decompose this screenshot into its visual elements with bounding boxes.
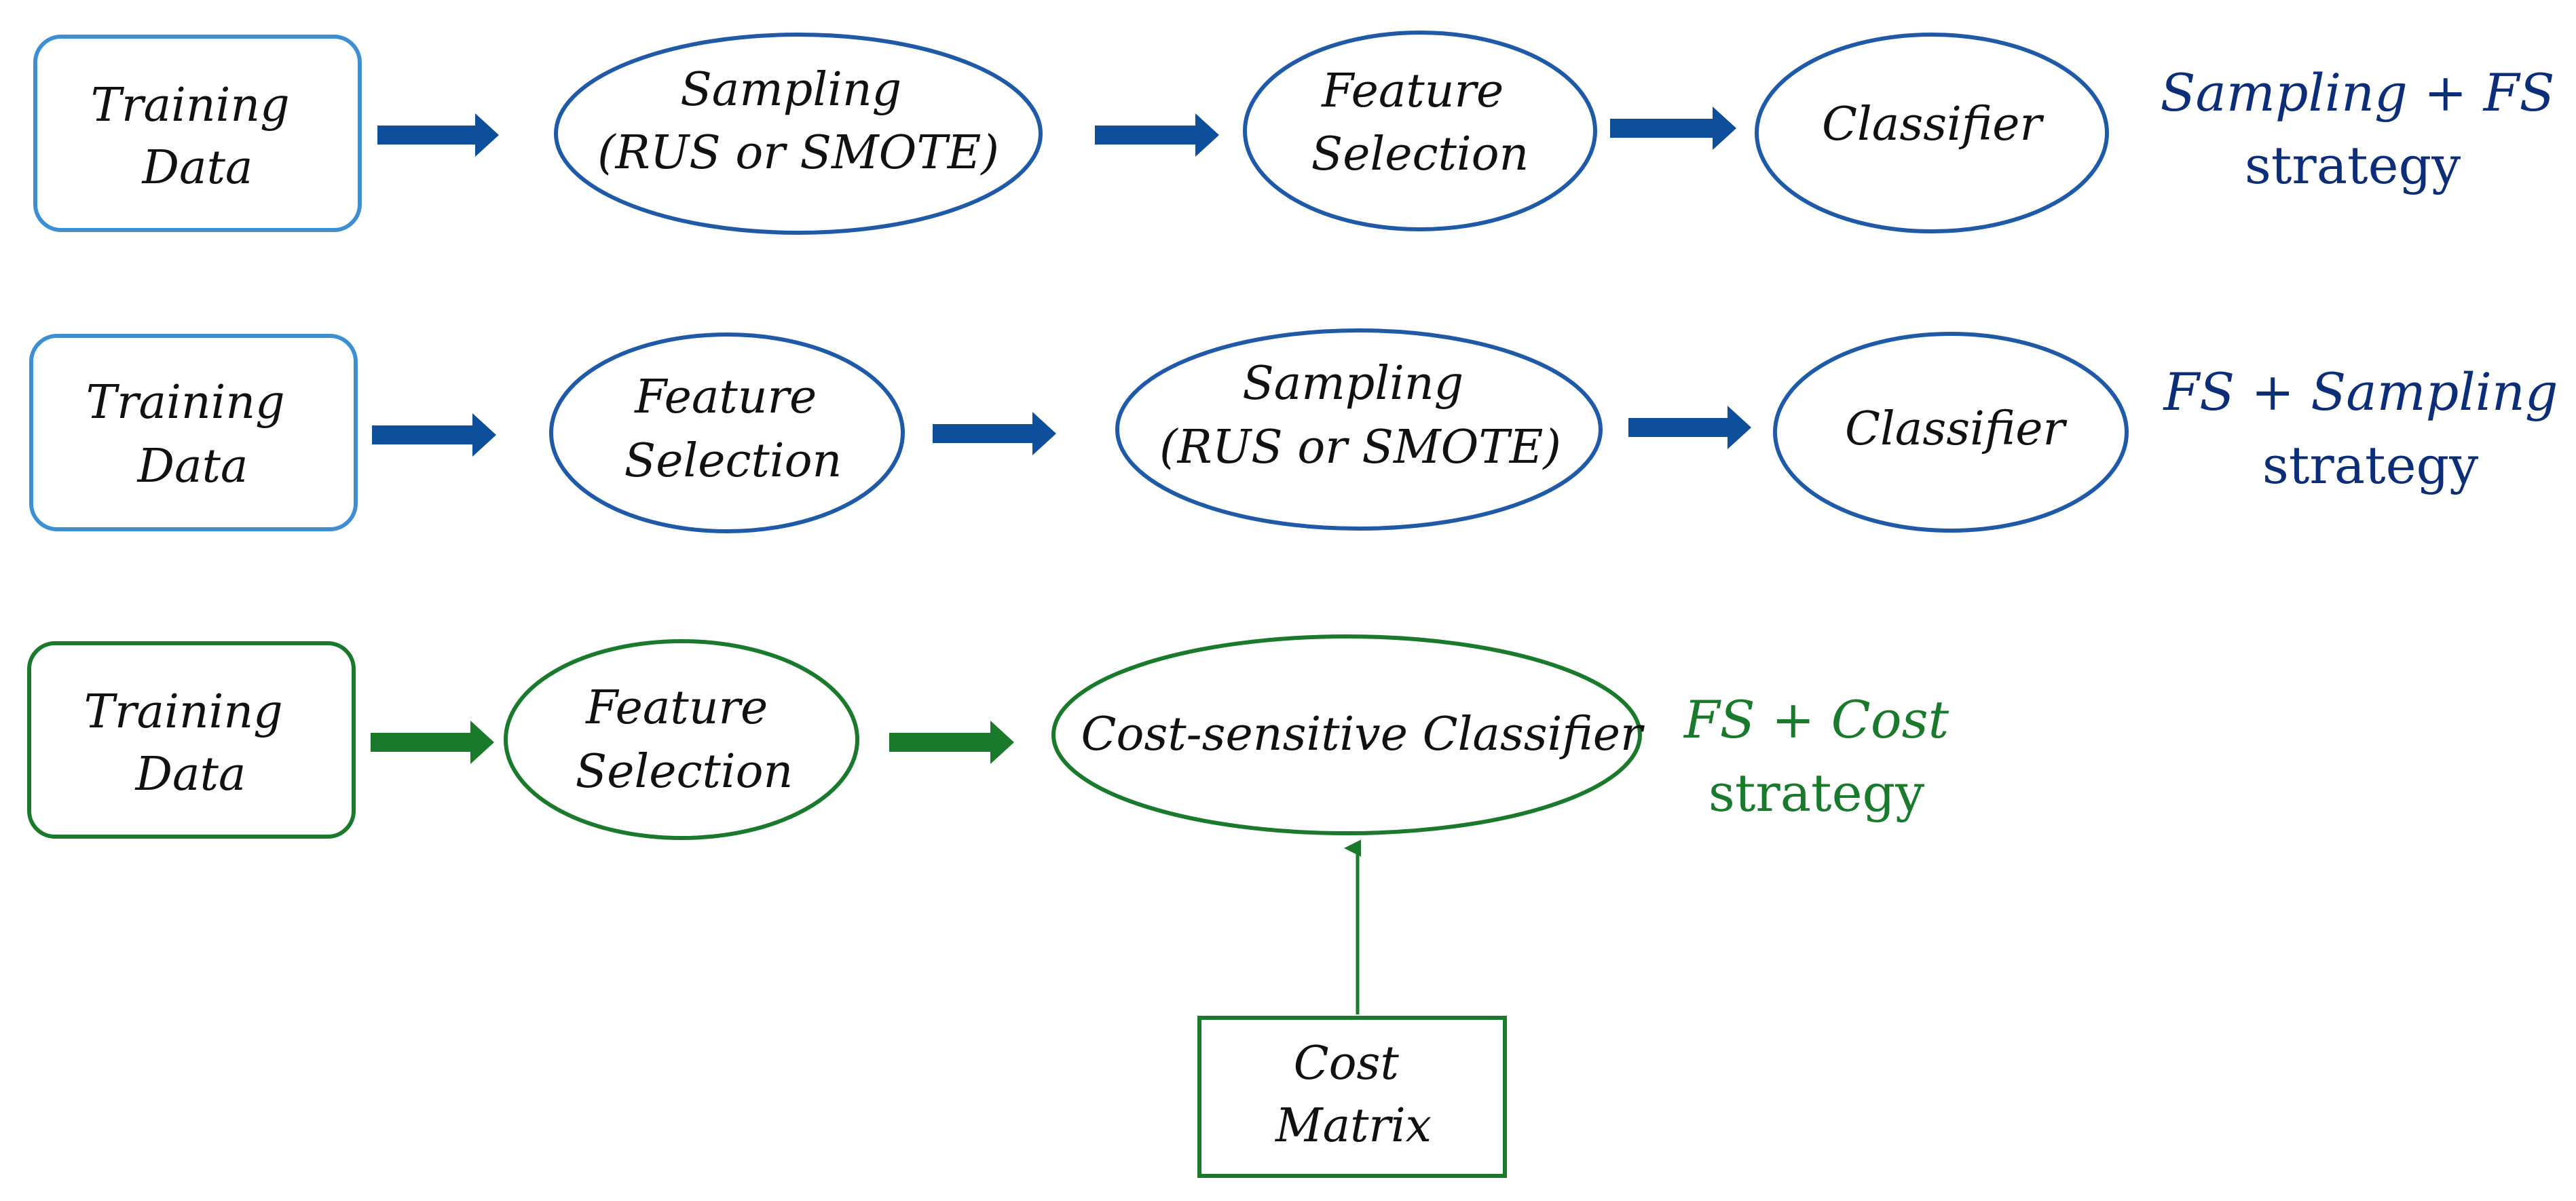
svg-text:Sampling (RUS or SMOTE): Sampling (RUS or SMOTE) xyxy=(597,63,999,180)
feature-selection-label-line2: Selection xyxy=(624,434,842,488)
training-data-label-line1: Training xyxy=(91,79,290,132)
svg-text:Feature Selection: Feature Selection xyxy=(624,370,842,488)
row-sampling-fs: Training Data Sampling (RUS or SMOTE) Fe… xyxy=(33,31,2555,235)
svg-text:Training Data: Training Data xyxy=(86,376,300,493)
training-data-box xyxy=(29,334,358,531)
flow-arrow xyxy=(1610,107,1736,150)
feature-selection-node xyxy=(549,332,905,533)
training-data-box xyxy=(33,35,362,232)
classifier-node xyxy=(1773,332,2129,533)
training-data-label-line1: Training xyxy=(84,685,283,739)
feature-selection-node xyxy=(504,639,859,840)
training-data-label-line2: Data xyxy=(134,748,246,801)
feature-selection-label-line1: Feature xyxy=(584,681,768,735)
flow-arrow xyxy=(933,412,1056,455)
training-data-label-line2: Data xyxy=(141,141,253,195)
svg-text:Cost Matrix: Cost Matrix xyxy=(1274,1037,1432,1153)
flow-arrow xyxy=(377,113,499,157)
sampling-node xyxy=(1115,328,1603,531)
strategy-subtitle: strategy xyxy=(1709,763,1924,823)
strategy-title: Sampling + FS xyxy=(2160,62,2554,123)
svg-text:Training Data: Training Data xyxy=(84,685,298,801)
svg-text:Feature Selection: Feature Selection xyxy=(576,681,794,799)
cost-matrix-box xyxy=(1197,1016,1507,1178)
flow-arrow xyxy=(1095,113,1219,157)
svg-text:Training Data: Training Data xyxy=(91,79,305,195)
sampling-label-line2: (RUS or SMOTE) xyxy=(597,126,999,180)
training-data-label-line2: Data xyxy=(136,440,248,493)
classifier-label: Classifier xyxy=(1845,402,2067,456)
flow-arrow xyxy=(372,413,496,457)
classifier-label: Classifier xyxy=(1822,98,2044,151)
cost-sensitive-classifier-label: Cost-sensitive Classifier xyxy=(1081,708,1645,761)
training-data-label-line1: Training xyxy=(86,376,285,430)
row-fs-sampling: Training Data Feature Selection Sampling… xyxy=(29,328,2558,533)
row-fs-cost: Training Data Feature Selection Cost-sen… xyxy=(27,634,1949,1178)
feature-selection-label-line2: Selection xyxy=(576,745,794,799)
strategy-title: FS + Sampling xyxy=(2162,362,2558,422)
strategy-subtitle: strategy xyxy=(2262,435,2478,495)
strategy-subtitle: strategy xyxy=(2245,135,2461,195)
feature-selection-node xyxy=(1243,31,1597,231)
feature-selection-label-line1: Feature xyxy=(1320,64,1504,118)
training-data-box xyxy=(27,641,356,839)
cost-matrix-label-line2: Matrix xyxy=(1274,1099,1432,1153)
feature-selection-label-line2: Selection xyxy=(1311,128,1529,181)
flow-arrow xyxy=(889,721,1014,764)
sampling-label-line1: Sampling xyxy=(1242,357,1463,411)
cost-matrix-label-line1: Cost xyxy=(1294,1037,1400,1090)
svg-text:Sampling (RUS or SMOTE): Sampling (RUS or SMOTE) xyxy=(1159,357,1561,474)
sampling-label-line2: (RUS or SMOTE) xyxy=(1159,421,1561,474)
feature-selection-label-line1: Feature xyxy=(633,370,817,424)
flow-arrow xyxy=(1628,406,1751,449)
cost-sensitive-classifier-node xyxy=(1051,634,1642,835)
svg-text:Feature Selection: Feature Selection xyxy=(1311,64,1529,181)
flow-arrow xyxy=(371,721,494,764)
sampling-label-line1: Sampling xyxy=(680,63,901,117)
classifier-node xyxy=(1755,33,2109,233)
sampling-node xyxy=(554,33,1043,235)
strategy-title: FS + Cost xyxy=(1683,689,1949,750)
